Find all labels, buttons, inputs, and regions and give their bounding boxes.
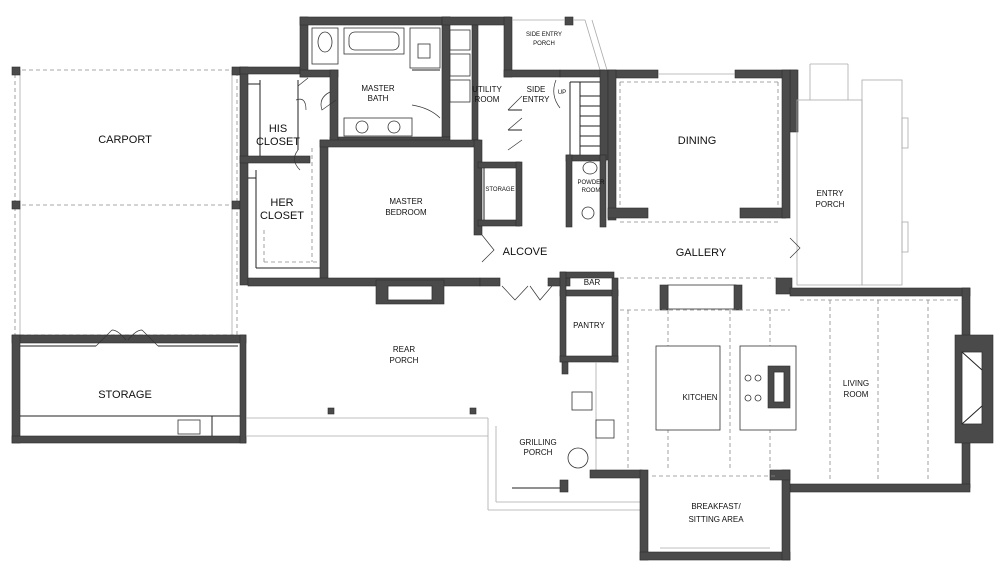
label-breakfast-2: SITTING AREA [688, 515, 744, 524]
label-living-room: LIVING [843, 379, 869, 388]
rear-porch-grilling [246, 361, 640, 511]
label-side-entry: SIDE [527, 85, 546, 94]
label-rear-porch: REAR [393, 345, 415, 354]
label-living-room-2: ROOM [844, 390, 869, 399]
gallery-bar-pantry [559, 271, 743, 363]
storage-small-alcove [477, 161, 571, 301]
label-alcove: ALCOVE [503, 246, 548, 258]
label-master-bedroom: MASTER [389, 197, 423, 206]
label-grilling-porch: GRILLING [519, 438, 556, 447]
stairs-powder [559, 69, 609, 228]
closets [239, 66, 329, 286]
label-master-bath: MASTER [361, 84, 395, 93]
master-bath [299, 16, 451, 146]
label-his-closet: HIS [269, 123, 287, 135]
label-his-closet-2: CLOSET [256, 136, 300, 148]
label-entry-porch: ENTRY [817, 189, 845, 198]
label-breakfast: BREAKFAST/ [691, 502, 741, 511]
utility-side-entry [441, 16, 608, 151]
label-entry-porch-2: PORCH [816, 200, 845, 209]
label-master-bedroom-2: BEDROOM [385, 208, 427, 217]
room-labels: CARPORT HIS CLOSET HER CLOSET MASTER BAT… [98, 32, 869, 524]
label-storage-small: STORAGE [485, 187, 514, 193]
label-side-entry-2: ENTRY [523, 95, 551, 104]
kitchen [571, 309, 797, 470]
label-utility: UTILITY [472, 85, 502, 94]
label-gallery: GALLERY [676, 247, 727, 259]
label-pantry: PANTRY [573, 321, 605, 330]
label-side-entry-porch-2: PORCH [533, 41, 555, 47]
label-carport: CARPORT [98, 134, 152, 146]
label-grilling-porch-2: PORCH [524, 448, 553, 457]
storage-room [11, 329, 247, 444]
entry-porch [775, 63, 909, 295]
label-powder: POWDER [578, 180, 606, 186]
label-master-bath-2: BATH [368, 94, 389, 103]
breakfast-area [589, 469, 791, 561]
master-bedroom [247, 139, 483, 305]
label-dining: DINING [678, 135, 717, 147]
label-utility-2: ROOM [475, 95, 500, 104]
label-kitchen: KITCHEN [682, 393, 717, 402]
label-her-closet: HER [270, 197, 293, 209]
label-her-closet-2: CLOSET [260, 210, 304, 222]
label-stair-up: UP [558, 90, 566, 96]
label-side-entry-porch: SIDE ENTRY [526, 32, 562, 38]
label-storage-large: STORAGE [98, 389, 152, 401]
carport-area [11, 66, 241, 336]
label-rear-porch-2: PORCH [390, 356, 419, 365]
label-bar: BAR [584, 278, 601, 287]
label-powder-2: ROOM [582, 188, 601, 194]
living-room [789, 287, 994, 493]
dining-room [607, 69, 799, 279]
